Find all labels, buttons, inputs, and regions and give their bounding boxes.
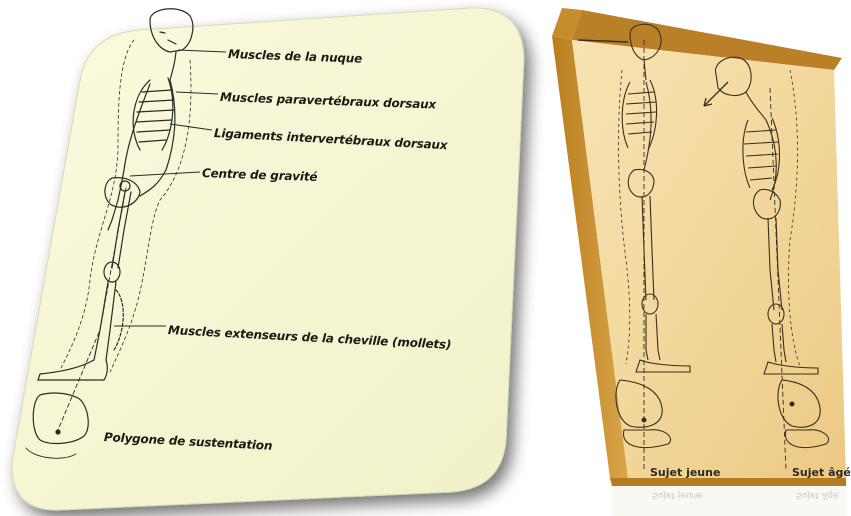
right-card — [552, 8, 846, 516]
reflection-old: Sujet âgé — [796, 490, 839, 500]
left-card — [12, 8, 524, 510]
caption-young-subject: Sujet jeune — [650, 466, 720, 479]
caption-old-subject: Sujet âgé — [792, 466, 851, 479]
reflection-young: Sujet jeune — [652, 490, 703, 500]
